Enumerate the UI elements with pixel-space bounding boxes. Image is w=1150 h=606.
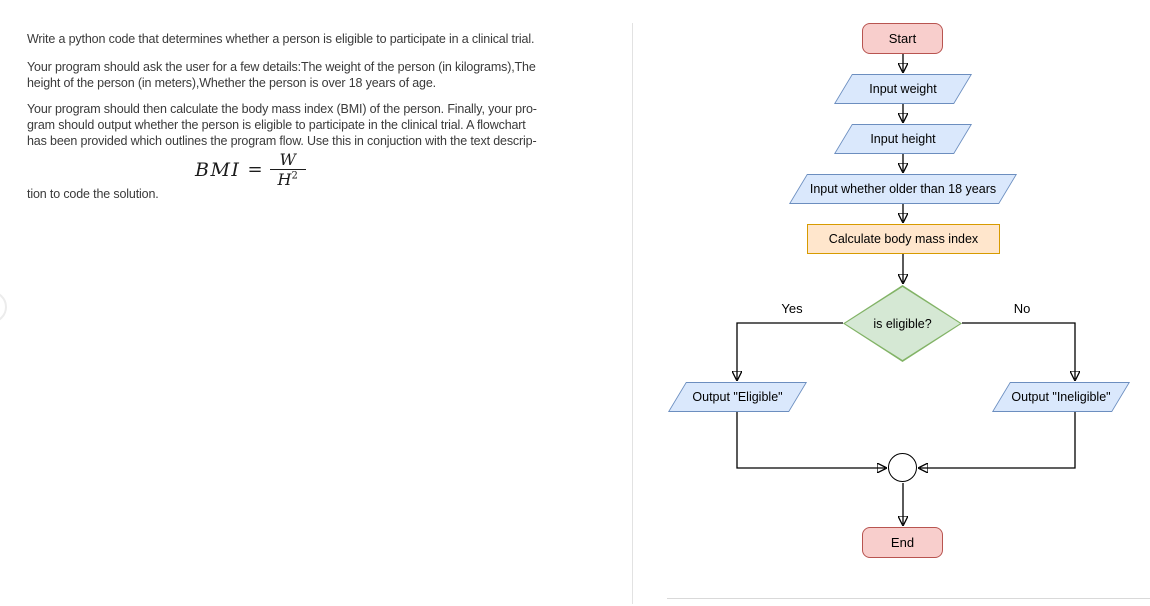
- problem-statement-panel: Write a python code that determines whet…: [27, 31, 602, 205]
- node-label: Input height: [870, 132, 936, 146]
- text-line: gram should output whether the person is…: [27, 118, 526, 132]
- flow-node-start: Start: [862, 23, 943, 54]
- closing-text-line: tion to code the solution.: [27, 187, 159, 201]
- flow-node-output-ineligible: Output "Ineligible": [991, 382, 1131, 412]
- text-line: Your program should then calculate the b…: [27, 102, 537, 116]
- formula-equals: =: [247, 159, 263, 181]
- text-line: Write a python code that determines whet…: [27, 32, 535, 46]
- formula-fraction: W H2: [269, 150, 306, 189]
- flow-node-calculate-bmi: Calculate body mass index: [807, 224, 1000, 254]
- text-line: has been provided which outlines the pro…: [27, 134, 537, 148]
- text-line: Your program should ask the user for a f…: [27, 60, 536, 74]
- node-label: End: [890, 535, 915, 550]
- text-line: height of the person (in meters),Whether…: [27, 76, 436, 90]
- edge-no-branch: [962, 322, 1075, 379]
- node-label: is eligible?: [873, 316, 932, 331]
- fraction-bar: [269, 169, 306, 171]
- edge-ineligible-to-merge: [920, 412, 1076, 468]
- node-label: Input weight: [869, 82, 937, 96]
- edge-label-no: No: [1013, 301, 1031, 316]
- flow-node-input-height: Input height: [833, 124, 973, 154]
- denominator-exponent: 2: [291, 170, 298, 182]
- flow-node-end: End: [862, 527, 943, 558]
- denominator-base: H: [277, 170, 292, 190]
- paragraph-intro: Write a python code that determines whet…: [27, 31, 602, 47]
- node-label: Start: [888, 31, 917, 46]
- node-label: Calculate body mass index: [828, 232, 979, 246]
- bmi-formula: BMI = W H2: [195, 150, 306, 189]
- paragraph-bmi: Your program should then calculate the b…: [27, 101, 602, 149]
- edge-eligible-to-merge: [736, 412, 885, 468]
- flow-node-is-eligible: is eligible?: [843, 285, 962, 362]
- paragraph-details: Your program should ask the user for a f…: [27, 59, 602, 91]
- formula-denominator: H2: [270, 170, 306, 189]
- edge-label-yes: Yes: [781, 301, 803, 316]
- flow-node-merge-connector: [888, 453, 917, 482]
- bottom-divider: [667, 598, 1150, 599]
- node-label: Input whether older than 18 years: [809, 182, 997, 196]
- edge-yes-branch: [737, 322, 843, 379]
- formula-lhs: BMI: [195, 158, 241, 181]
- panel-divider: [632, 23, 633, 604]
- formula-and-closing: BMI = W H2 tion to code the solution.: [27, 149, 602, 205]
- flow-node-input-weight: Input weight: [833, 74, 973, 104]
- node-label: Output "Eligible": [692, 390, 783, 404]
- node-label: Output "Ineligible": [1011, 390, 1111, 404]
- prev-page-button[interactable]: [0, 291, 7, 323]
- flow-node-input-age: Input whether older than 18 years: [788, 174, 1018, 204]
- flow-node-output-eligible: Output "Eligible": [667, 382, 808, 412]
- formula-numerator: W: [279, 150, 296, 169]
